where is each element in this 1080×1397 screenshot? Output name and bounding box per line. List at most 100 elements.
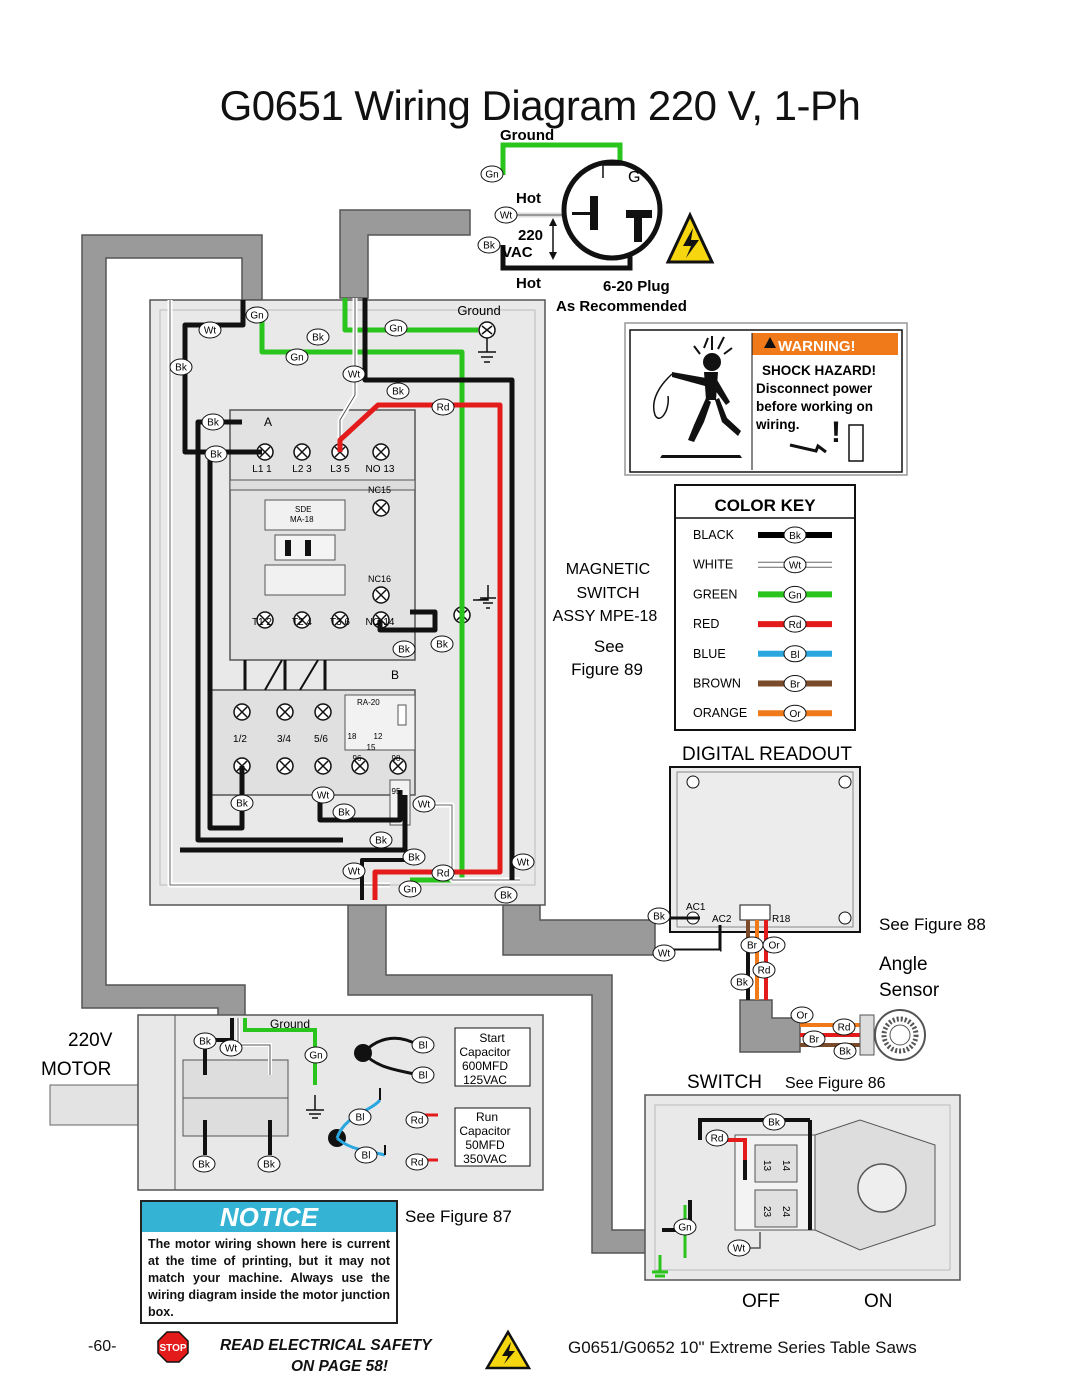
color-key-badge <box>783 645 807 663</box>
wire-badge-code: Bk <box>483 241 496 252</box>
motor-label-name: MOTOR <box>41 1059 111 1080</box>
wire-badge-code: Bk <box>398 645 411 656</box>
wire-badge: Gn <box>245 306 269 324</box>
wire-badge: Bl <box>354 1146 378 1164</box>
magnetic-switch-label-1: MAGNETIC <box>566 561 650 578</box>
model-footer: G0651/G0652 10" Extreme Series Table Saw… <box>568 1338 917 1357</box>
notice-box: NOTICE The motor wiring shown here is cu… <box>140 1200 398 1324</box>
relay-term-label: 1/2 <box>233 734 247 745</box>
safety-line-2: ON PAGE 58! <box>291 1358 389 1375</box>
wire-badge-code: Br <box>747 941 758 952</box>
page-title: G0651 Wiring Diagram 220 V, 1-Ph <box>219 82 861 129</box>
wire-badge-code: Wt <box>348 370 360 381</box>
start-cap-line-2: Capacitor <box>459 1045 510 1059</box>
wire-badge-code: Wt <box>204 326 216 337</box>
wire-badge: Bk <box>402 848 426 866</box>
ground-symbols <box>473 321 496 609</box>
color-key-name: BROWN <box>693 677 741 691</box>
color-key-code: Bk <box>789 531 802 542</box>
color-key-code: Rd <box>789 620 802 631</box>
relay-number-label: 12 <box>374 732 383 741</box>
motor-label-voltage: 220V <box>68 1030 113 1051</box>
wire-badge: Bk <box>730 973 754 991</box>
wire-badge: Wt <box>511 853 535 871</box>
wire-badge-code: Rd <box>437 869 450 880</box>
color-key-title: COLOR KEY <box>714 496 816 515</box>
wire-badge-code: Bk <box>839 1047 852 1058</box>
wire-badge-code: Bk <box>199 1037 212 1048</box>
wire-badge: Bk <box>230 794 254 812</box>
wire-badge-code: Bl <box>419 1071 428 1082</box>
motor-see-figure: See Figure 87 <box>405 1207 512 1226</box>
wire-badge: Gn <box>285 348 309 366</box>
switch-num-14: 14 <box>780 1160 791 1172</box>
switch-num-24: 24 <box>780 1206 791 1218</box>
sde-label: SDE <box>295 505 311 514</box>
wire-badge-code: Gn <box>403 885 416 896</box>
wire-badge: Gn <box>398 880 422 898</box>
wire-badge-code: Wt <box>500 211 512 222</box>
ground-pin-label: G <box>628 169 640 186</box>
wire-badge: Bk <box>392 640 416 658</box>
warning-line-2: Disconnect power <box>756 381 873 396</box>
wire-badge: Wt <box>652 944 676 962</box>
wire-badge: Bk <box>204 445 228 463</box>
wire-badge-code: Gn <box>389 324 402 335</box>
run-cap-line-1: Run <box>476 1110 498 1124</box>
wire-badge-code: Rd <box>758 966 771 977</box>
wire-badge-code: Br <box>809 1035 820 1046</box>
wire-badge-code: Bk <box>263 1160 276 1171</box>
screw-terminal <box>293 443 311 461</box>
wire-badge-code: Wt <box>517 858 529 869</box>
readout-see-figure: See Figure 88 <box>879 915 986 934</box>
notice-header: NOTICE <box>142 1202 396 1232</box>
wire-badge: Wt <box>311 786 335 804</box>
wire-badge-code: Bk <box>312 333 325 344</box>
ma18-label: MA-18 <box>290 515 314 524</box>
screw-terminal <box>372 443 390 461</box>
wire-badge-code: Rd <box>411 1158 424 1169</box>
digital-readout-title: DIGITAL READOUT <box>682 744 852 765</box>
color-key-badge <box>783 615 807 633</box>
wire-badge-code: Bk <box>768 1118 781 1129</box>
color-key-code: Wt <box>789 561 801 572</box>
wire-badge-code: Wt <box>733 1244 745 1255</box>
screw-terminal <box>314 703 332 721</box>
color-key-name: RED <box>693 617 719 631</box>
color-key-badge <box>783 526 807 544</box>
screw-terminal <box>351 757 369 775</box>
color-key-badge <box>783 675 807 692</box>
wire-badge-code: Rd <box>437 403 450 414</box>
safety-line-1: READ ELECTRICAL SAFETY <box>220 1337 432 1354</box>
screw-terminal <box>372 499 390 517</box>
color-key-name: GREEN <box>693 587 737 601</box>
color-key-name: BLUE <box>693 647 726 661</box>
wire-badge: Bk <box>494 886 518 904</box>
warning-header: WARNING! <box>778 338 856 355</box>
wire-badge: Rd <box>752 961 776 979</box>
switch-see-figure: See Figure 86 <box>785 1075 886 1092</box>
ra20-label: RA-20 <box>357 698 380 707</box>
start-cap-line-1: Start <box>479 1031 505 1045</box>
wire-badge-code: Gn <box>290 353 303 364</box>
color-key-row: RED Rd <box>693 615 832 633</box>
run-cap-line-4: 350VAC <box>463 1152 507 1166</box>
nc16-label: NC16 <box>368 574 391 584</box>
wire-badge-code: Wt <box>225 1044 237 1055</box>
run-cap-line-2: Capacitor <box>459 1124 510 1138</box>
screw-terminal <box>233 703 251 721</box>
terminal-top-label: L1 1 <box>252 464 272 475</box>
color-key-code: Or <box>789 709 801 720</box>
wire-badge: Bk <box>332 803 356 821</box>
switch-on-label: ON <box>864 1291 893 1312</box>
magnetic-switch-label-2: SWITCH <box>576 585 639 602</box>
switch-off-label: OFF <box>742 1291 780 1312</box>
power-switch <box>644 1094 961 1281</box>
